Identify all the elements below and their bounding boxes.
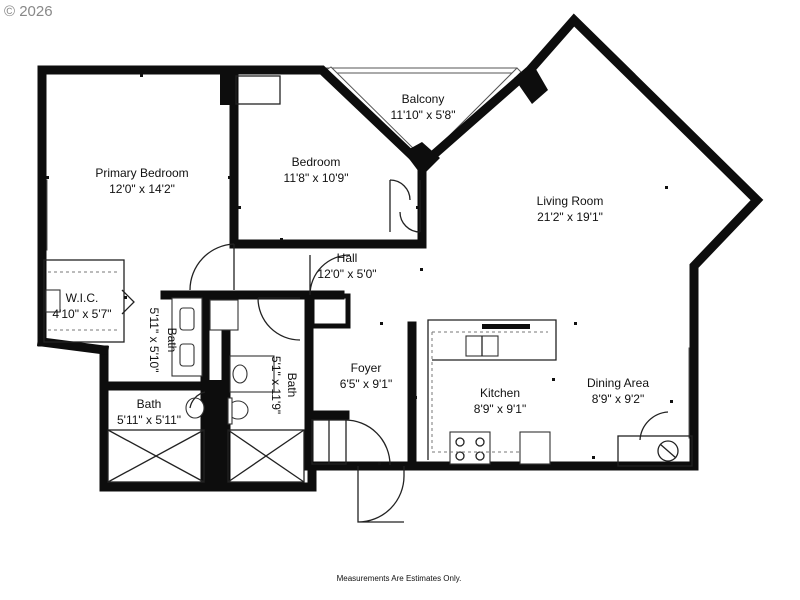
foyer-dims: 6'5" x 9'1" (340, 377, 392, 391)
living-room-dims: 21'2" x 19'1" (537, 210, 603, 224)
wic-name: W.I.C. (66, 291, 99, 305)
hall-name: Hall (337, 251, 358, 265)
wic-dims: 4'10" x 5'7" (52, 307, 111, 321)
kitchen-dims: 8'9" x 9'1" (474, 402, 526, 416)
water-heater (657, 440, 679, 462)
dining-area-dims: 8'9" x 9'2" (592, 392, 644, 406)
living-room-name: Living Room (537, 194, 604, 208)
balcony-dims: 11'10" x 5'8" (391, 108, 456, 122)
bath-1-name: Bath (165, 328, 179, 353)
bath-2-name: Bath (285, 373, 299, 398)
door-utility (639, 411, 669, 441)
footnote-text: Measurements Are Estimates Only. (337, 574, 462, 583)
toilet-3 (185, 397, 205, 419)
wall-wic-bottom (36, 336, 110, 356)
kitchen-fridge (519, 431, 551, 465)
closet-hall (309, 293, 351, 329)
door-lower-bath (189, 391, 206, 409)
column-balcony (514, 64, 548, 104)
wic-door-arrow (121, 289, 135, 315)
shower-second-bath (227, 429, 305, 483)
wic-shelf (45, 289, 61, 313)
wic-outline (43, 259, 125, 343)
interior-lines (43, 75, 693, 483)
door-hall-closet (309, 254, 351, 296)
door-foyer-closet (344, 419, 391, 466)
utility-closet (617, 435, 693, 467)
balcony-name: Balcony (402, 92, 445, 106)
column-primary (220, 70, 234, 105)
primary-bedroom-name: Primary Bedroom (95, 166, 188, 180)
hall-dims: 12'0" x 5'0" (317, 267, 376, 281)
door-primary-bedroom (189, 243, 235, 291)
room-labels: Primary Bedroom 12'0" x 14'2" Bedroom 11… (52, 92, 649, 427)
doors (189, 179, 669, 523)
bedroom-closet (235, 75, 281, 105)
door-balcony-french (389, 179, 421, 233)
toilet-tank-1 (209, 299, 239, 331)
kitchen-range (449, 431, 491, 465)
dining-area-name: Dining Area (587, 376, 649, 390)
walls (36, 13, 764, 492)
shaft-bath (207, 380, 225, 487)
dimension-ticks (46, 74, 673, 465)
copyright-text: © 2026 (4, 3, 53, 20)
kitchen-name: Kitchen (480, 386, 520, 400)
foyer-name: Foyer (351, 361, 382, 375)
door-entry (357, 466, 405, 523)
bedroom-dims: 11'8" x 10'9" (284, 171, 349, 185)
bath-lower-name: Bath (137, 397, 162, 411)
bath-2-dims: 5'1" x 11'9" (269, 356, 283, 414)
primary-bedroom-dims: 12'0" x 14'2" (109, 182, 175, 196)
wall-living-exterior (415, 13, 764, 445)
shower-lower-bath (107, 429, 205, 483)
windows (42, 15, 758, 439)
kitchen-counter (427, 319, 557, 460)
bedroom-name: Bedroom (292, 155, 341, 169)
kitchen-hood (482, 324, 530, 329)
balcony-railing-top (325, 67, 518, 74)
door-second-bath (257, 297, 301, 341)
bath-lower-dims: 5'11" x 5'11" (117, 413, 181, 427)
wall-bedroom-top (229, 65, 429, 172)
bath-1-dims: 5'11" x 5'10" (147, 308, 161, 373)
column-balcony-corner (404, 142, 440, 176)
wall-bedroom (229, 100, 427, 249)
